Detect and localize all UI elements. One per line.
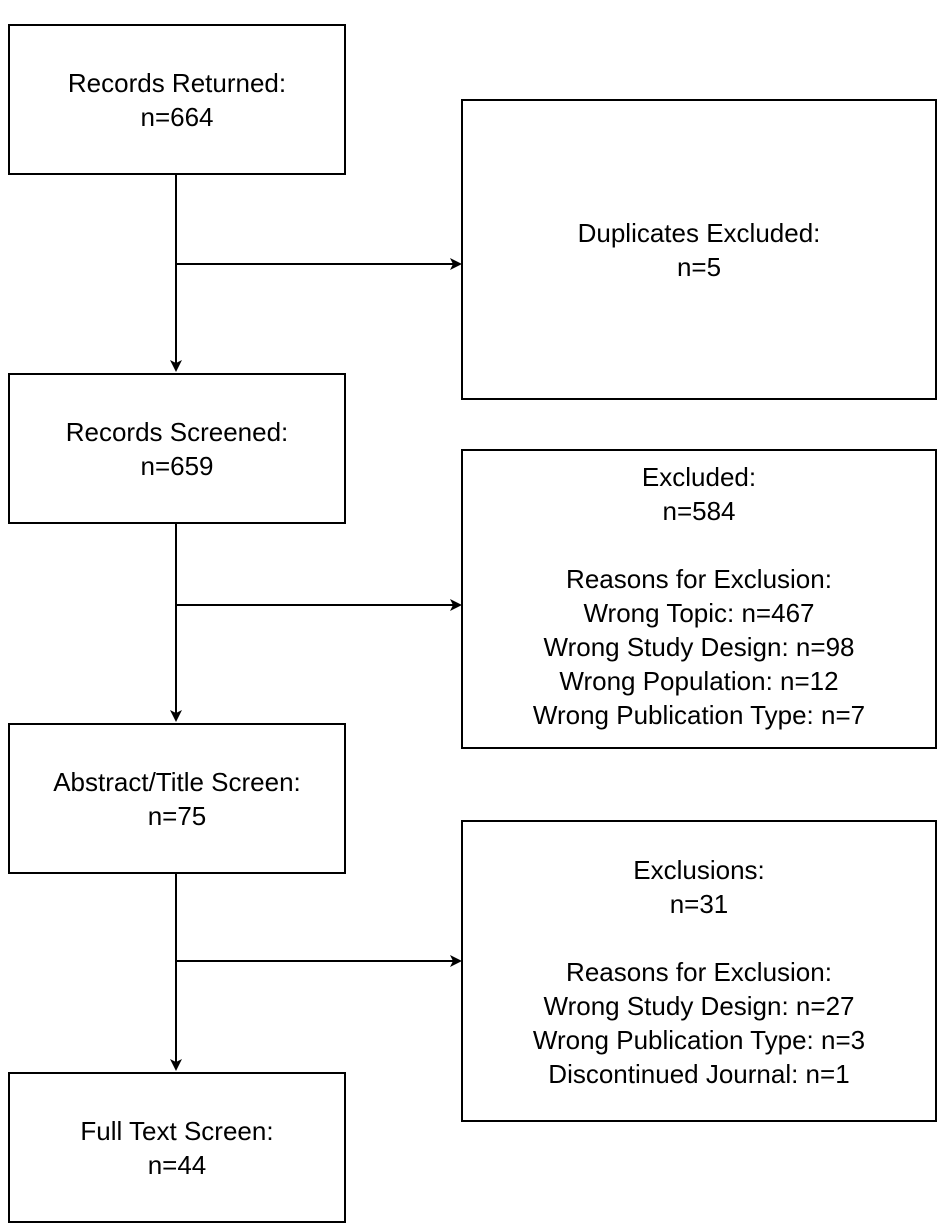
duplicates-excluded-label: Duplicates Excluded: [577,217,821,248]
screening-excluded-label: Excluded: [641,462,757,492]
screening-reasons-list: Wrong Topic: n=467 Wrong Study Design: n… [533,596,865,732]
records-returned-label: Records Returned: [67,67,287,98]
abstract-reason-item: Wrong Study Design: n=27 [543,991,855,1021]
screening-reason-item: Wrong Study Design: n=98 [543,632,855,662]
screening-excluded-count: n=584 [662,496,736,526]
screening-reason-item: Wrong Publication Type: n=7 [532,700,866,730]
abstract-title-screen-count: n=75 [147,800,207,831]
full-text-screen-count: n=44 [147,1149,207,1180]
abstract-reason-item: Discontinued Journal: n=1 [548,1059,850,1089]
abstract-exclusions-box: Exclusions: n=31 Reasons for Exclusion: … [461,820,937,1122]
abstract-title-screen-label: Abstract/Title Screen: [53,766,301,797]
screening-reason-item: Wrong Topic: n=467 [583,598,815,628]
abstract-reasons-list: Wrong Study Design: n=27 Wrong Publicati… [533,989,865,1091]
records-screened-count: n=659 [140,450,214,481]
full-text-screen-label: Full Text Screen: [80,1115,274,1146]
duplicates-excluded-count: n=5 [676,251,722,282]
abstract-exclusions-count: n=31 [669,889,729,919]
abstract-exclusions-label: Exclusions: [633,855,765,885]
abstract-reasons-title: Reasons for Exclusion: [566,957,832,987]
abstract-title-screen-box: Abstract/Title Screen: n=75 [8,723,346,874]
abstract-reason-item: Wrong Publication Type: n=3 [532,1025,866,1055]
screening-reasons-title: Reasons for Exclusion: [566,564,832,594]
full-text-screen-box: Full Text Screen: n=44 [8,1072,346,1223]
screening-excluded-box: Excluded: n=584 Reasons for Exclusion: W… [461,449,937,749]
duplicates-excluded-box: Duplicates Excluded: n=5 [461,99,937,400]
records-screened-label: Records Screened: [65,416,289,447]
records-returned-box: Records Returned: n=664 [8,24,346,175]
records-screened-box: Records Screened: n=659 [8,373,346,524]
records-returned-count: n=664 [140,101,214,132]
screening-reason-item: Wrong Population: n=12 [559,666,839,696]
